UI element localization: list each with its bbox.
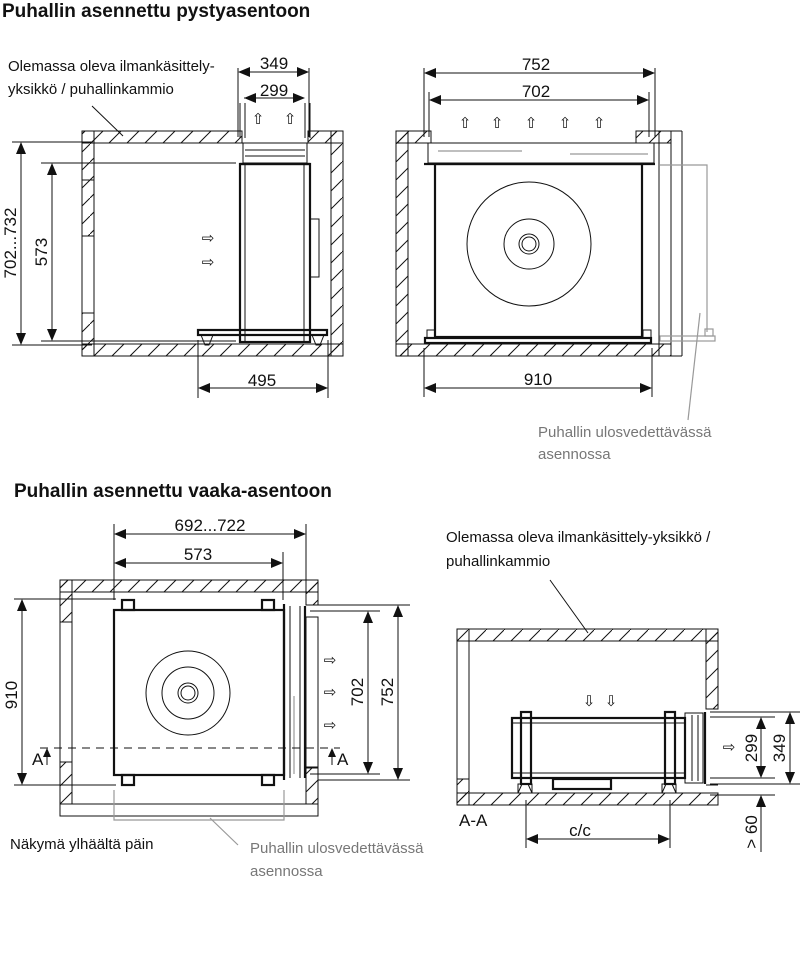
flex-connector [242, 142, 308, 164]
wall-top-left [81, 130, 243, 144]
section-marker-left: A [32, 750, 44, 769]
arrow-up-icon: ⇧ [459, 115, 472, 132]
wall-bottom [59, 803, 319, 817]
arrow-right-icon: ⇨ [202, 254, 215, 271]
horizontal-top-view: A A ⇨ ⇨ ⇨ 692...722 573 910 702 752 [2, 516, 424, 880]
arrow-up-icon: ⇧ [559, 115, 572, 132]
arrow-right-icon: ⇨ [723, 739, 736, 756]
wall-bottom [81, 343, 344, 357]
wall-top [456, 628, 719, 642]
wall-top-right [635, 130, 672, 144]
arrow-right-icon: ⇨ [324, 652, 337, 669]
fan-inlet-outer [145, 650, 231, 736]
section-a-a: Olemassa oleva ilmankäsittely-yksikkö / … [446, 529, 800, 852]
arrow-down-icon: ⇩ [583, 693, 596, 710]
dim-349: 349 [260, 54, 288, 73]
fan-casing [433, 162, 644, 339]
arrow-right-icon: ⇨ [202, 230, 215, 247]
wall-right-top [305, 579, 319, 606]
pulled-out-outline [113, 790, 285, 821]
pulled-out-outline [660, 164, 708, 332]
wall-left-bottom [59, 761, 73, 805]
arrow-up-icon: ⇧ [252, 111, 265, 128]
arrow-up-icon: ⇧ [284, 111, 297, 128]
label-pulled-out-1: Puhallin ulosvedettävässä [538, 424, 712, 441]
fan-hub [518, 233, 540, 255]
dim-752-top: 752 [378, 678, 397, 706]
wall-left-opening [81, 179, 95, 314]
wall-bottom [395, 343, 672, 357]
vertical-side-view: Olemassa oleva ilmankäsittely- yksikkö /… [1, 54, 344, 398]
dim-573: 573 [32, 238, 51, 266]
dim-299-sec: 299 [742, 734, 761, 762]
flex-connector [427, 142, 655, 164]
dim-910-top: 910 [2, 681, 21, 709]
fan-base-rail [196, 328, 329, 337]
label-section: A-A [459, 811, 488, 830]
arrow-up-icon: ⇧ [491, 115, 504, 132]
dim-702-top: 702 [348, 678, 367, 706]
title-horizontal: Puhallin asennettu vaaka-asentoon [14, 481, 332, 502]
fan-casing [510, 716, 687, 780]
wall-left-top [59, 579, 73, 623]
label-pulled-out-1b: Puhallin ulosvedettävässä [250, 840, 424, 857]
wall-right [658, 130, 672, 357]
title-vertical: Puhallin asennettu pystyasentoon [2, 1, 310, 22]
vertical-front-view: 752 702 ⇧ ⇧ ⇧ ⇧ ⇧ 910 Puhallin ulosvedet… [395, 55, 716, 463]
dim-495: 495 [248, 371, 276, 390]
label-existing-unit-b2: puhallinkammio [446, 553, 550, 570]
fan-handle [309, 218, 320, 278]
fan-inlet-inner [503, 218, 555, 270]
label-existing-unit-2: yksikkö / puhallinkammio [8, 81, 174, 98]
dim-752: 752 [522, 55, 550, 74]
wall-right [330, 130, 344, 357]
feet [200, 334, 325, 346]
fan-hub [177, 682, 199, 704]
section-marker-right: A [337, 750, 349, 769]
label-pulled-out-2b: asennossa [250, 863, 323, 880]
motor-box [551, 777, 613, 791]
arrow-up-icon: ⇧ [525, 115, 538, 132]
dim-692-722: 692...722 [175, 516, 246, 535]
dim-702-732: 702...732 [1, 208, 20, 279]
wall-bottom [456, 792, 719, 806]
arrow-right-icon: ⇨ [324, 717, 337, 734]
arrow-up-icon: ⇧ [593, 115, 606, 132]
dim-349-sec: 349 [770, 734, 789, 762]
dim-299: 299 [260, 81, 288, 100]
flex-connector [684, 712, 704, 784]
label-existing-unit-1: Olemassa oleva ilmankäsittely- [8, 58, 215, 75]
wall-right-bottom [305, 767, 319, 805]
fan-casing [112, 608, 286, 777]
fan-base-rail [423, 336, 653, 345]
label-pulled-out-2: asennossa [538, 446, 611, 463]
arrow-right-icon: ⇨ [324, 684, 337, 701]
dim-573-top: 573 [184, 545, 212, 564]
wall-left [395, 130, 409, 357]
fan-casing [238, 162, 312, 344]
wall-right [705, 628, 719, 710]
dim-60-sec: > 60 [742, 815, 761, 849]
wall-top [59, 579, 319, 593]
dim-702: 702 [522, 82, 550, 101]
fan-inlet-outer [466, 181, 592, 307]
label-existing-unit-b1: Olemassa oleva ilmankäsittely-yksikkö / [446, 529, 711, 546]
dim-910: 910 [524, 370, 552, 389]
label-top-view: Näkymä ylhäältä päin [10, 836, 153, 853]
dim-cc: c/c [569, 821, 591, 840]
arrow-down-icon: ⇩ [605, 693, 618, 710]
wall-left [81, 130, 95, 237]
